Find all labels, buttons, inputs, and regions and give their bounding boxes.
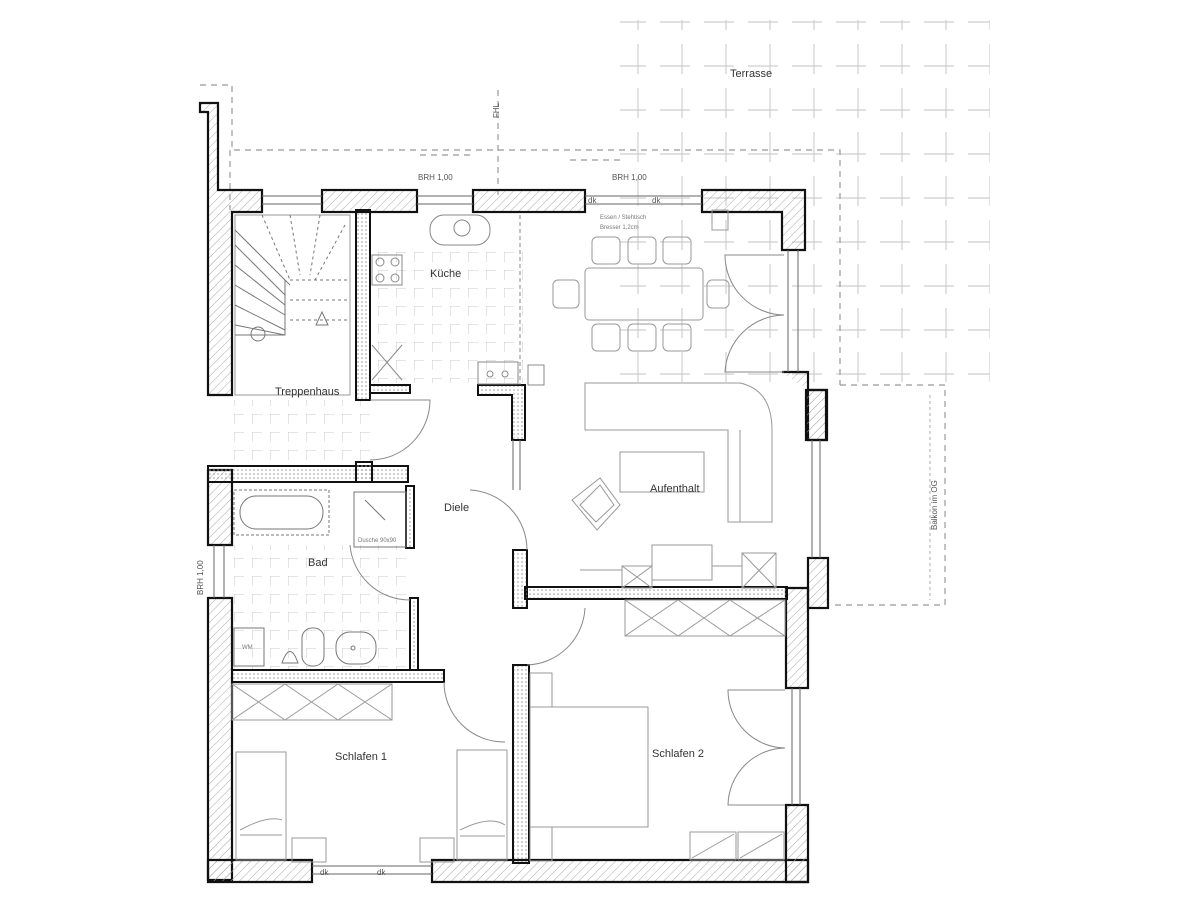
room-label-aufenthalt: Aufenthalt — [650, 483, 700, 495]
wm-label: WM — [242, 645, 253, 651]
brh-label-right: BRH 1,00 — [612, 173, 647, 182]
tile-areas — [230, 248, 523, 670]
living-furniture — [571, 382, 777, 589]
room-label-treppenhaus: Treppenhaus — [275, 386, 340, 398]
dk-label-3: dk — [588, 196, 597, 205]
dining-note-2: Bresser 1,2cm — [600, 225, 639, 231]
balkon-label: Balkon im OG — [930, 480, 939, 530]
dk-label-2: dk — [377, 868, 386, 877]
room-label-terrasse: Terrasse — [730, 68, 773, 80]
dining-note-1: Essen / Stehtisch — [600, 215, 647, 221]
brh-label-left: BRH 1,00 — [418, 173, 453, 182]
kitchen-fixtures — [371, 214, 545, 386]
room-label-schlafen1: Schlafen 1 — [335, 751, 387, 763]
bath-fixtures — [233, 489, 407, 667]
bedroom1-furniture — [231, 683, 508, 863]
windows — [213, 195, 821, 875]
room-label-schlafen2: Schlafen 2 — [652, 748, 704, 760]
fhl-label: FHL — [492, 102, 501, 118]
dk-label-1: dk — [320, 868, 329, 877]
brh-label-bath: BRH 1,00 — [196, 560, 205, 595]
room-label-kueche: Küche — [430, 268, 462, 280]
dining-table — [552, 209, 730, 352]
bedroom2-furniture — [529, 599, 786, 862]
shower-note: Dusche 90x90 — [358, 538, 397, 544]
walls — [198, 101, 830, 884]
staircase — [234, 214, 351, 396]
door-swings — [349, 254, 786, 806]
room-label-diele: Diele — [444, 502, 470, 514]
interior-walls — [207, 209, 788, 864]
dk-label-4: dk — [652, 196, 661, 205]
room-label-bad: Bad — [308, 557, 328, 569]
